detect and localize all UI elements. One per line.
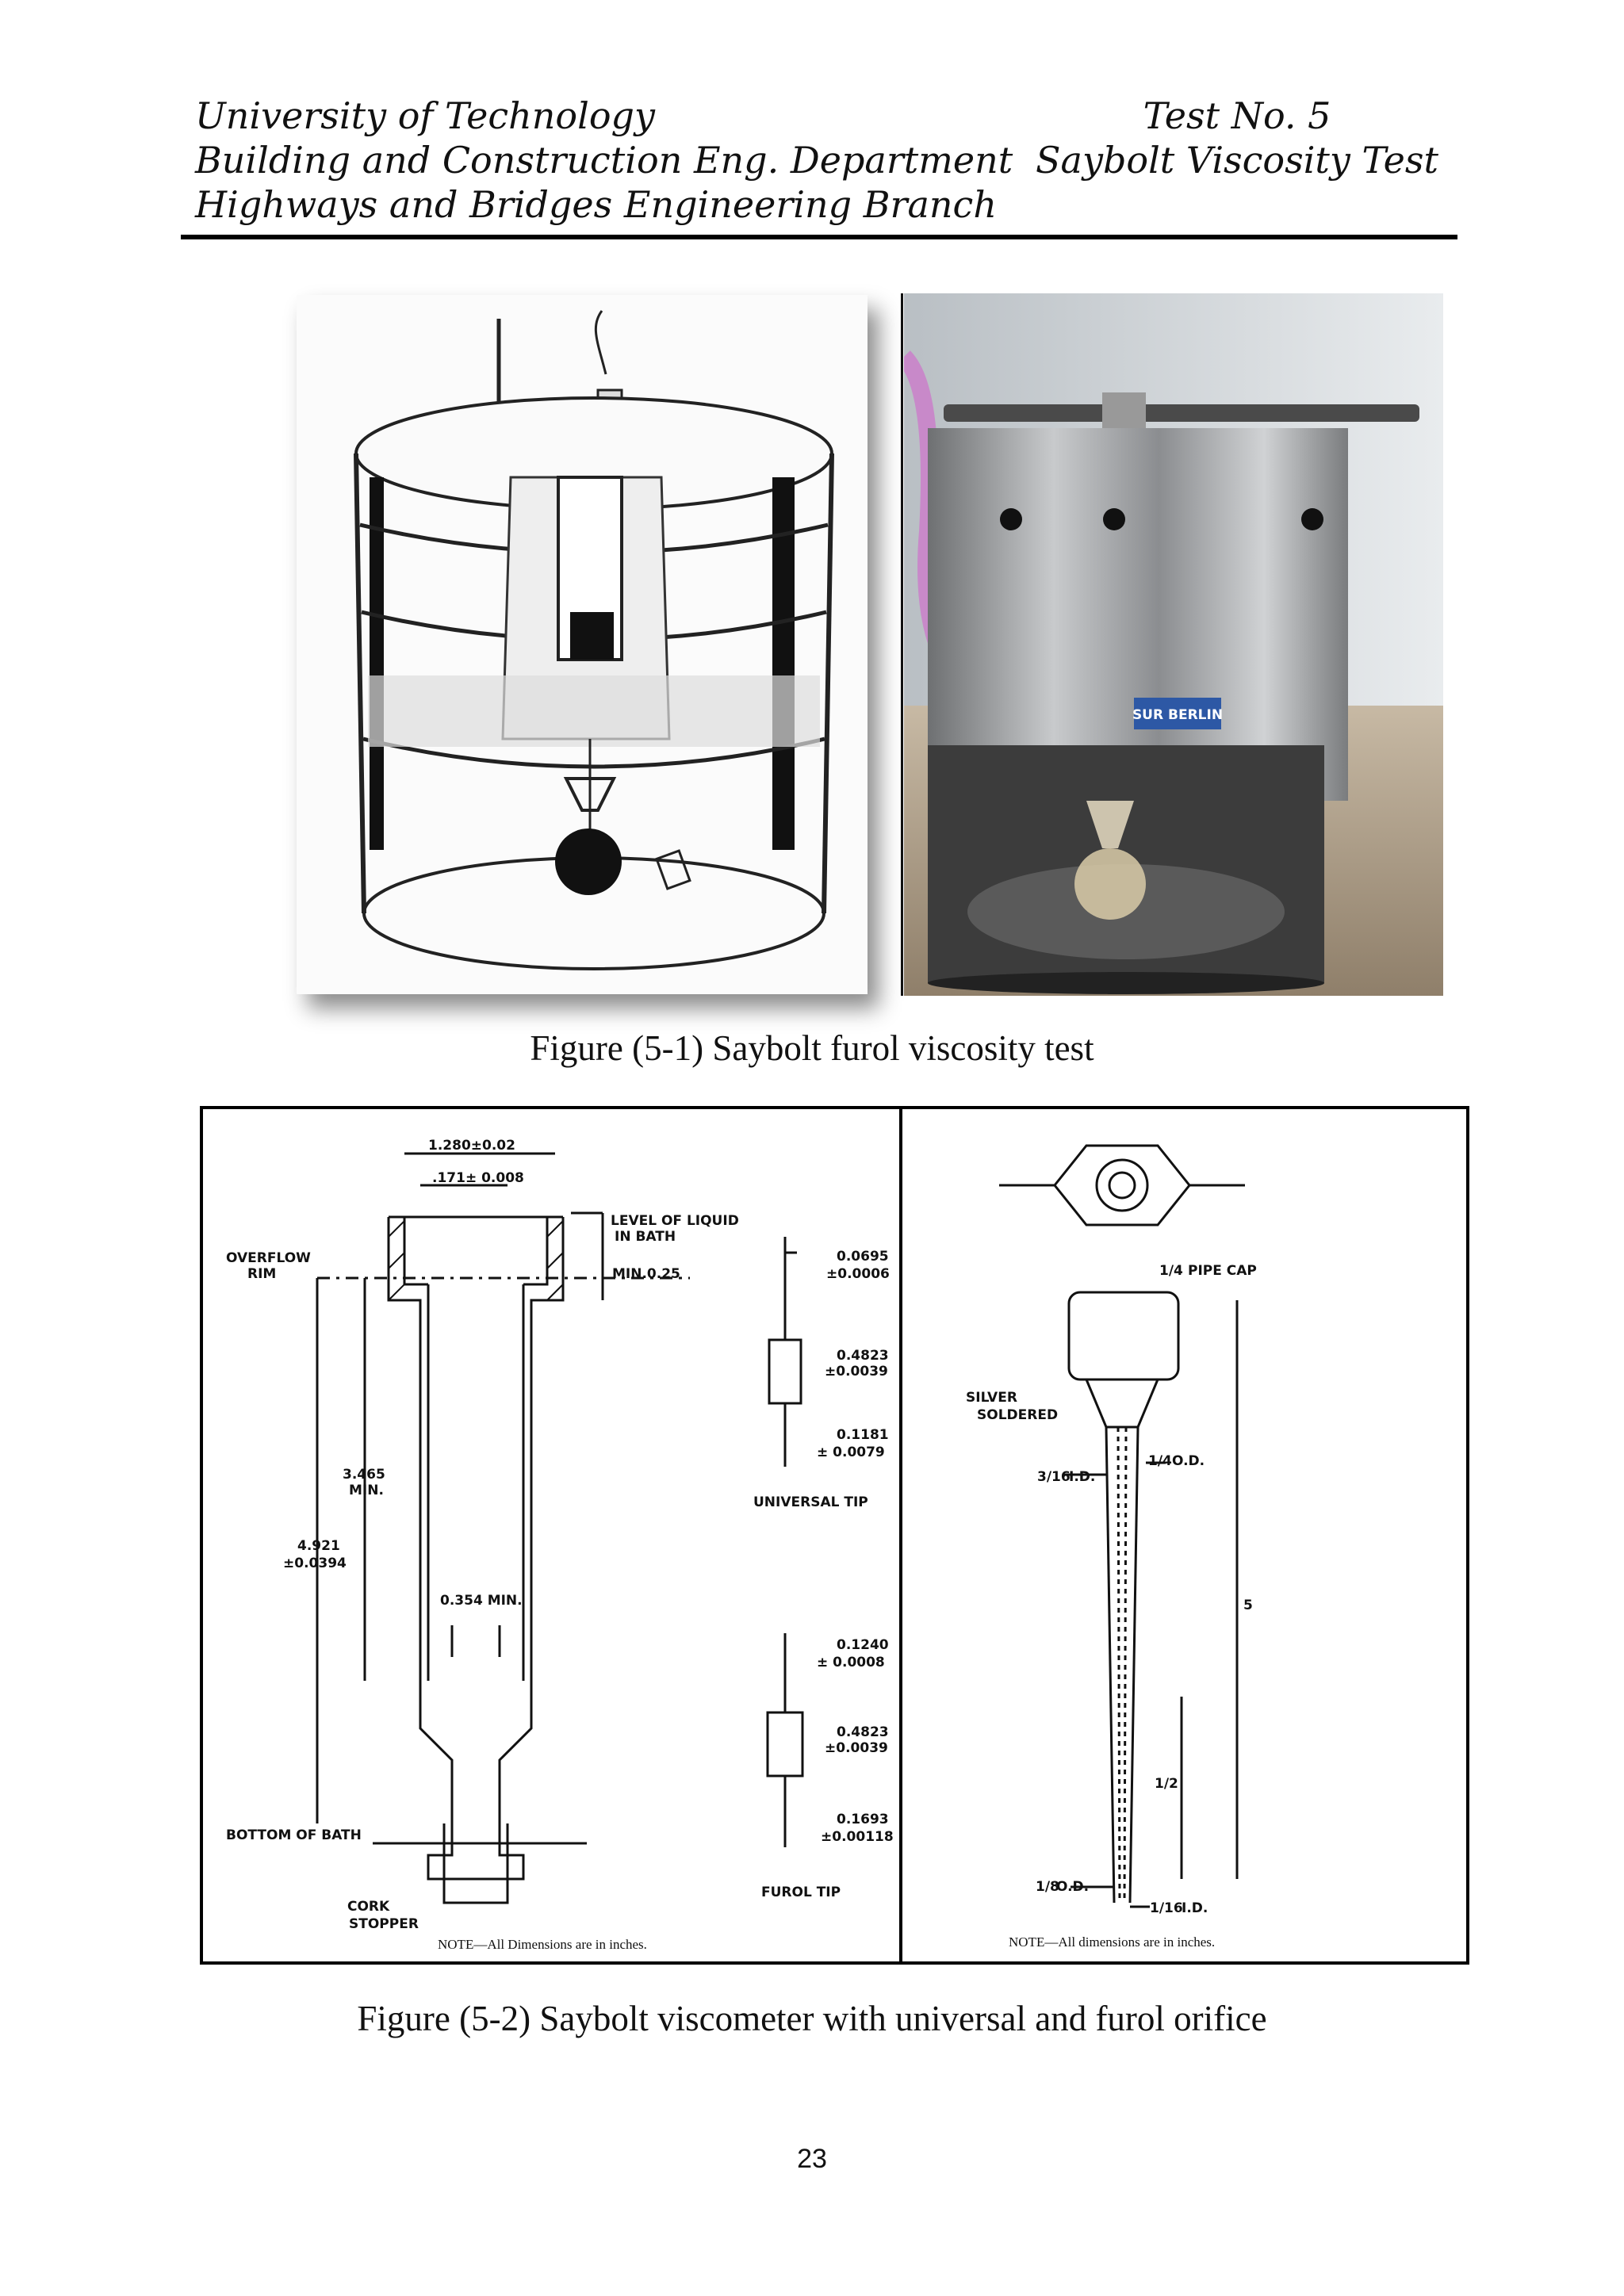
figure-5-2-caption: Figure (5-2) Saybolt viscometer with uni… (357, 1999, 1267, 2038)
header-rule (181, 235, 1457, 239)
figure-5-1-drawing (297, 295, 868, 994)
figure-5-1-caption: Figure (5-1) Saybolt furol viscosity tes… (530, 1028, 1094, 1068)
figure-5-2-divider (899, 1106, 902, 1965)
figure-5-2-frame (200, 1106, 1469, 1965)
header-right: Test No. 5 Saybolt Viscosity Test (1031, 94, 1443, 182)
header-branch: Highways and Bridges Engineering Branch (195, 183, 997, 226)
page-number: 23 (797, 2144, 827, 2174)
header-test-name: Saybolt Viscosity Test (1036, 139, 1438, 182)
figure-5-1-photo: SUR BERLIN (904, 293, 1443, 996)
header-left: University of Technology Building and Co… (195, 94, 1013, 227)
bath-drawing-svg (297, 295, 868, 994)
header-test-number: Test No. 5 (1143, 94, 1331, 137)
bath-photo-svg: SUR BERLIN (904, 293, 1443, 996)
header-university: University of Technology (195, 94, 655, 137)
photo-brand-label: SUR BERLIN (1132, 707, 1223, 723)
figure-5-1-divider (901, 293, 903, 996)
header-department: Building and Construction Eng. Departmen… (195, 139, 1013, 182)
